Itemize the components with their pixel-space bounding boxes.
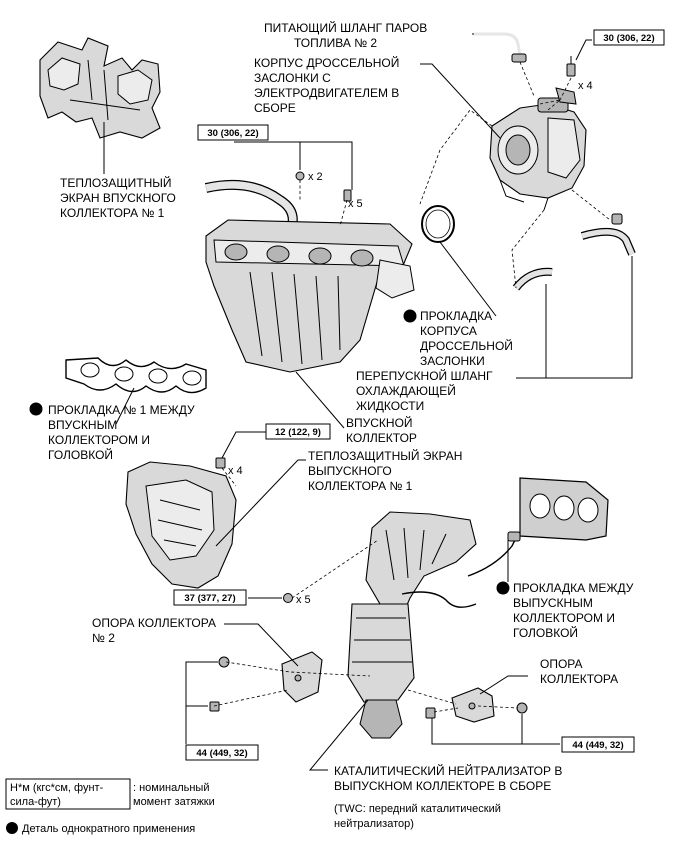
throttle-gasket-drawing [421, 205, 455, 243]
label-manifold-stay-2: ОПОРА КОЛЛЕКТОРА № 2 [92, 616, 219, 645]
intake-heat-shield-drawing [39, 37, 161, 139]
intake-manifold-drawing [204, 171, 415, 373]
throttle-body-drawing [489, 87, 587, 211]
non-reusable-marker-icon [29, 402, 43, 416]
label-intake-gasket: ПРОКЛАДКА № 1 МЕЖДУ ВПУСКНЫМ КОЛЛЕКТОРОМ… [48, 403, 198, 462]
assembly-dashed-lines [213, 61, 611, 713]
torque-box-heat-shield: 12 (122, 9) [265, 423, 331, 440]
label-throttle-body: КОРПУС ДРОССЕЛЬНОЙ ЗАСЛОНКИ С ЭЛЕКТРОДВИ… [254, 55, 403, 115]
torque-value: 44 (449, 32) [572, 740, 623, 751]
torque-box-stay-right: 44 (449, 32) [561, 736, 635, 753]
torque-value: 30 (306, 22) [603, 33, 654, 44]
intake-gasket-drawing [65, 357, 207, 394]
qty-intake-bolts: x 5 [348, 198, 363, 210]
manifold-stay-2-drawing [209, 651, 323, 712]
qty-exhaust-nuts: x 5 [296, 594, 311, 606]
non-reusable-marker-icon [6, 822, 18, 834]
torque-value: 37 (377, 27) [184, 593, 235, 604]
bypass-hoses-drawing [512, 213, 636, 291]
exhaust-heat-shield-drawing [125, 457, 237, 589]
vapor-hose-drawing [474, 32, 527, 63]
leader-lines [103, 33, 633, 771]
legend-unit-desc: : номинальный момент затяжки [133, 782, 215, 808]
torque-box-throttle: 30 (306, 22) [593, 29, 665, 46]
legend-torque-units: Н*м (кгс*см, фунт- сила-фут) : номинальн… [5, 778, 215, 810]
label-intake-heat-shield: ТЕПЛОЗАЩИТНЫЙ ЭКРАН ВПУСКНОГО КОЛЛЕКТОРА… [60, 175, 179, 220]
legend-unit-box: Н*м (кгс*см, фунт- сила-фут) [10, 782, 106, 808]
torque-value: 44 (449, 32) [196, 748, 247, 759]
torque-box-stay-left: 44 (449, 32) [185, 744, 259, 761]
qty-heat-shield-bolts: x 4 [228, 465, 243, 477]
label-converter: КАТАЛИТИЧЕСКИЙ НЕЙТРАЛИЗАТОР В ВЫПУСКНОМ… [334, 763, 566, 793]
legend-non-reusable: Деталь однократного применения [22, 823, 195, 835]
label-exhaust-gasket: ПРОКЛАДКА МЕЖДУ ВЫПУСКНЫМ КОЛЛЕКТОРОМ И … [513, 581, 637, 640]
label-intake-manifold: ВПУСКНОЙ КОЛЛЕКТОР [346, 415, 417, 445]
label-throttle-gasket: ПРОКЛАДКА КОРПУСА ДРОССЕЛЬНОЙ ЗАСЛОНКИ [420, 309, 516, 368]
torque-box-exhaust-nuts: 37 (377, 27) [173, 589, 247, 606]
torque-value: 30 (306, 22) [207, 128, 258, 139]
exhaust-manifold-converter-drawing [283, 511, 521, 739]
label-bypass-hose: ПЕРЕПУСКНОЙ ШЛАНГ ОХЛАЖДАЮЩЕЙ ЖИДКОСТИ [356, 368, 496, 413]
non-reusable-marker-icon [403, 309, 417, 323]
qty-throttle-bolts: x 4 [578, 80, 593, 92]
torque-value: 12 (122, 9) [275, 427, 321, 438]
qty-intake-nuts: x 2 [308, 171, 323, 183]
label-vapor-hose: ПИТАЮЩИЙ ШЛАНГ ПАРОВ ТОПЛИВА № 2 [264, 20, 431, 50]
exhaust-gasket-drawing [519, 477, 609, 541]
label-twc-note: (TWC: передний каталитический нейтрализа… [334, 803, 504, 830]
non-reusable-marker-icon [496, 581, 510, 595]
torque-box-intake: 30 (306, 22) [197, 124, 269, 141]
label-manifold-stay: ОПОРА КОЛЛЕКТОРА [540, 657, 618, 686]
label-exhaust-heat-shield: ТЕПЛОЗАЩИТНЫЙ ЭКРАН ВЫПУСКНОГО КОЛЛЕКТОР… [308, 448, 466, 493]
manifold-stay-drawing [425, 687, 528, 723]
throttle-bolt-drawing [566, 56, 576, 77]
